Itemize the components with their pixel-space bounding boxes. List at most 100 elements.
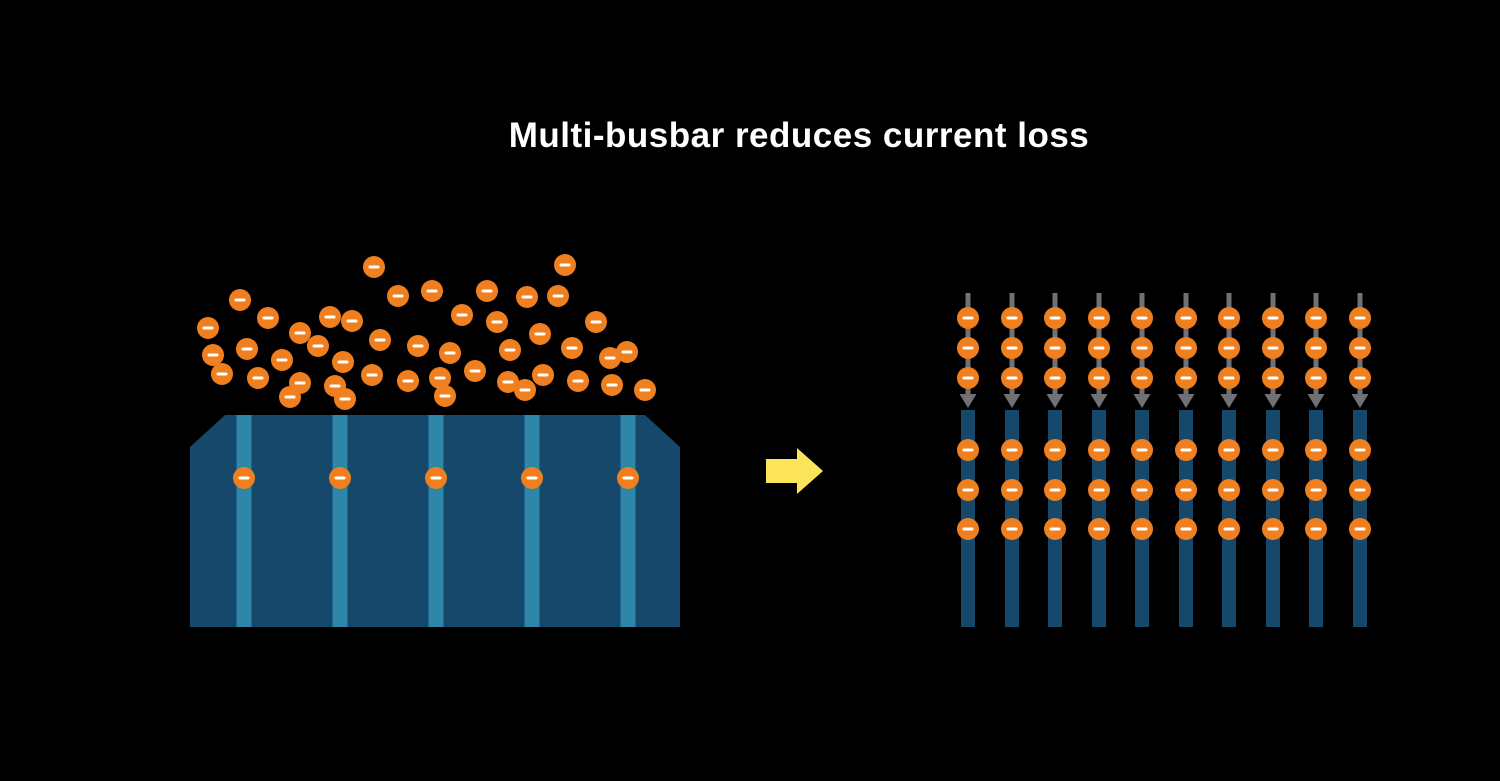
electron-icon — [1175, 307, 1197, 329]
electron-icon — [1305, 337, 1327, 359]
electron-icon — [516, 286, 538, 308]
electron-icon — [439, 342, 461, 364]
current-arrow-head-icon — [1264, 394, 1282, 408]
electron-icon — [1001, 367, 1023, 389]
electron-icon — [1044, 439, 1066, 461]
current-arrow-head-icon — [1090, 394, 1108, 408]
electron-icon — [617, 467, 639, 489]
electron-icon — [211, 363, 233, 385]
electron-icon — [1001, 307, 1023, 329]
electron-icon — [257, 307, 279, 329]
electron-icon — [1088, 337, 1110, 359]
current-arrow-head-icon — [1003, 394, 1021, 408]
electron-icon — [202, 344, 224, 366]
electron-icon — [1088, 439, 1110, 461]
electron-icon — [957, 307, 979, 329]
electron-icon — [634, 379, 656, 401]
current-arrow-head-icon — [1177, 394, 1195, 408]
electron-icon — [1001, 337, 1023, 359]
electron-icon — [1001, 479, 1023, 501]
electron-icon — [1001, 518, 1023, 540]
electron-icon — [1349, 307, 1371, 329]
electron-icon — [1088, 518, 1110, 540]
electron-icon — [407, 335, 429, 357]
electron-icon — [1044, 367, 1066, 389]
electron-icon — [1262, 337, 1284, 359]
electron-icon — [1131, 307, 1153, 329]
electron-icon — [341, 310, 363, 332]
busbar-ribbon — [236, 415, 252, 627]
electron-icon — [387, 285, 409, 307]
electron-icon — [529, 323, 551, 345]
electron-icon — [1131, 518, 1153, 540]
electron-icon — [289, 322, 311, 344]
electron-icon — [1262, 439, 1284, 461]
electron-icon — [1262, 367, 1284, 389]
electron-icon — [236, 338, 258, 360]
electron-icon — [1262, 479, 1284, 501]
electron-icon — [1305, 439, 1327, 461]
electron-icon — [1131, 367, 1153, 389]
electron-icon — [1218, 367, 1240, 389]
electron-icon — [1349, 479, 1371, 501]
electron-icon — [1088, 307, 1110, 329]
electron-icon — [332, 351, 354, 373]
electron-icon — [601, 374, 623, 396]
busbar-ribbon — [620, 415, 636, 627]
electron-icon — [1305, 367, 1327, 389]
electron-icon — [369, 329, 391, 351]
electron-icon — [1218, 307, 1240, 329]
electron-icon — [1218, 439, 1240, 461]
electron-icon — [329, 467, 351, 489]
electron-icon — [1044, 479, 1066, 501]
electron-icon — [271, 349, 293, 371]
electron-icon — [585, 311, 607, 333]
electron-icon — [554, 254, 576, 276]
current-arrow-head-icon — [1351, 394, 1369, 408]
current-arrow-head-icon — [1046, 394, 1064, 408]
electron-icon — [616, 341, 638, 363]
electron-icon — [361, 364, 383, 386]
electron-icon — [1175, 479, 1197, 501]
electron-icon — [1175, 337, 1197, 359]
electron-icon — [567, 370, 589, 392]
electron-icon — [1175, 439, 1197, 461]
page-title: Multi-busbar reduces current loss — [508, 116, 1090, 155]
electron-icon — [397, 370, 419, 392]
electron-icon — [319, 306, 341, 328]
electron-icon — [476, 280, 498, 302]
electron-icon — [599, 347, 621, 369]
electron-icon — [1218, 479, 1240, 501]
electron-icon — [363, 256, 385, 278]
electron-icon — [464, 360, 486, 382]
electron-icon — [1218, 337, 1240, 359]
electron-icon — [1001, 439, 1023, 461]
electron-icon — [497, 371, 519, 393]
electron-icon — [1044, 518, 1066, 540]
electron-icon — [1305, 518, 1327, 540]
electron-icon — [334, 388, 356, 410]
current-arrow-head-icon — [959, 394, 977, 408]
electron-icon — [307, 335, 329, 357]
electron-icon — [1349, 518, 1371, 540]
electron-icon — [1262, 307, 1284, 329]
electron-icon — [197, 317, 219, 339]
electron-icon — [247, 367, 269, 389]
electron-icon — [1349, 367, 1371, 389]
electron-icon — [561, 337, 583, 359]
electron-icon — [1218, 518, 1240, 540]
electron-icon — [1088, 479, 1110, 501]
standard-cell-group — [190, 254, 680, 627]
electron-icon — [279, 386, 301, 408]
electron-icon — [1262, 518, 1284, 540]
electron-icon — [547, 285, 569, 307]
electron-icon — [957, 439, 979, 461]
electron-icon — [1349, 337, 1371, 359]
electron-icon — [1088, 367, 1110, 389]
busbar-ribbon — [524, 415, 540, 627]
current-arrow-head-icon — [1307, 394, 1325, 408]
electron-icon — [486, 311, 508, 333]
electron-icon — [1349, 439, 1371, 461]
